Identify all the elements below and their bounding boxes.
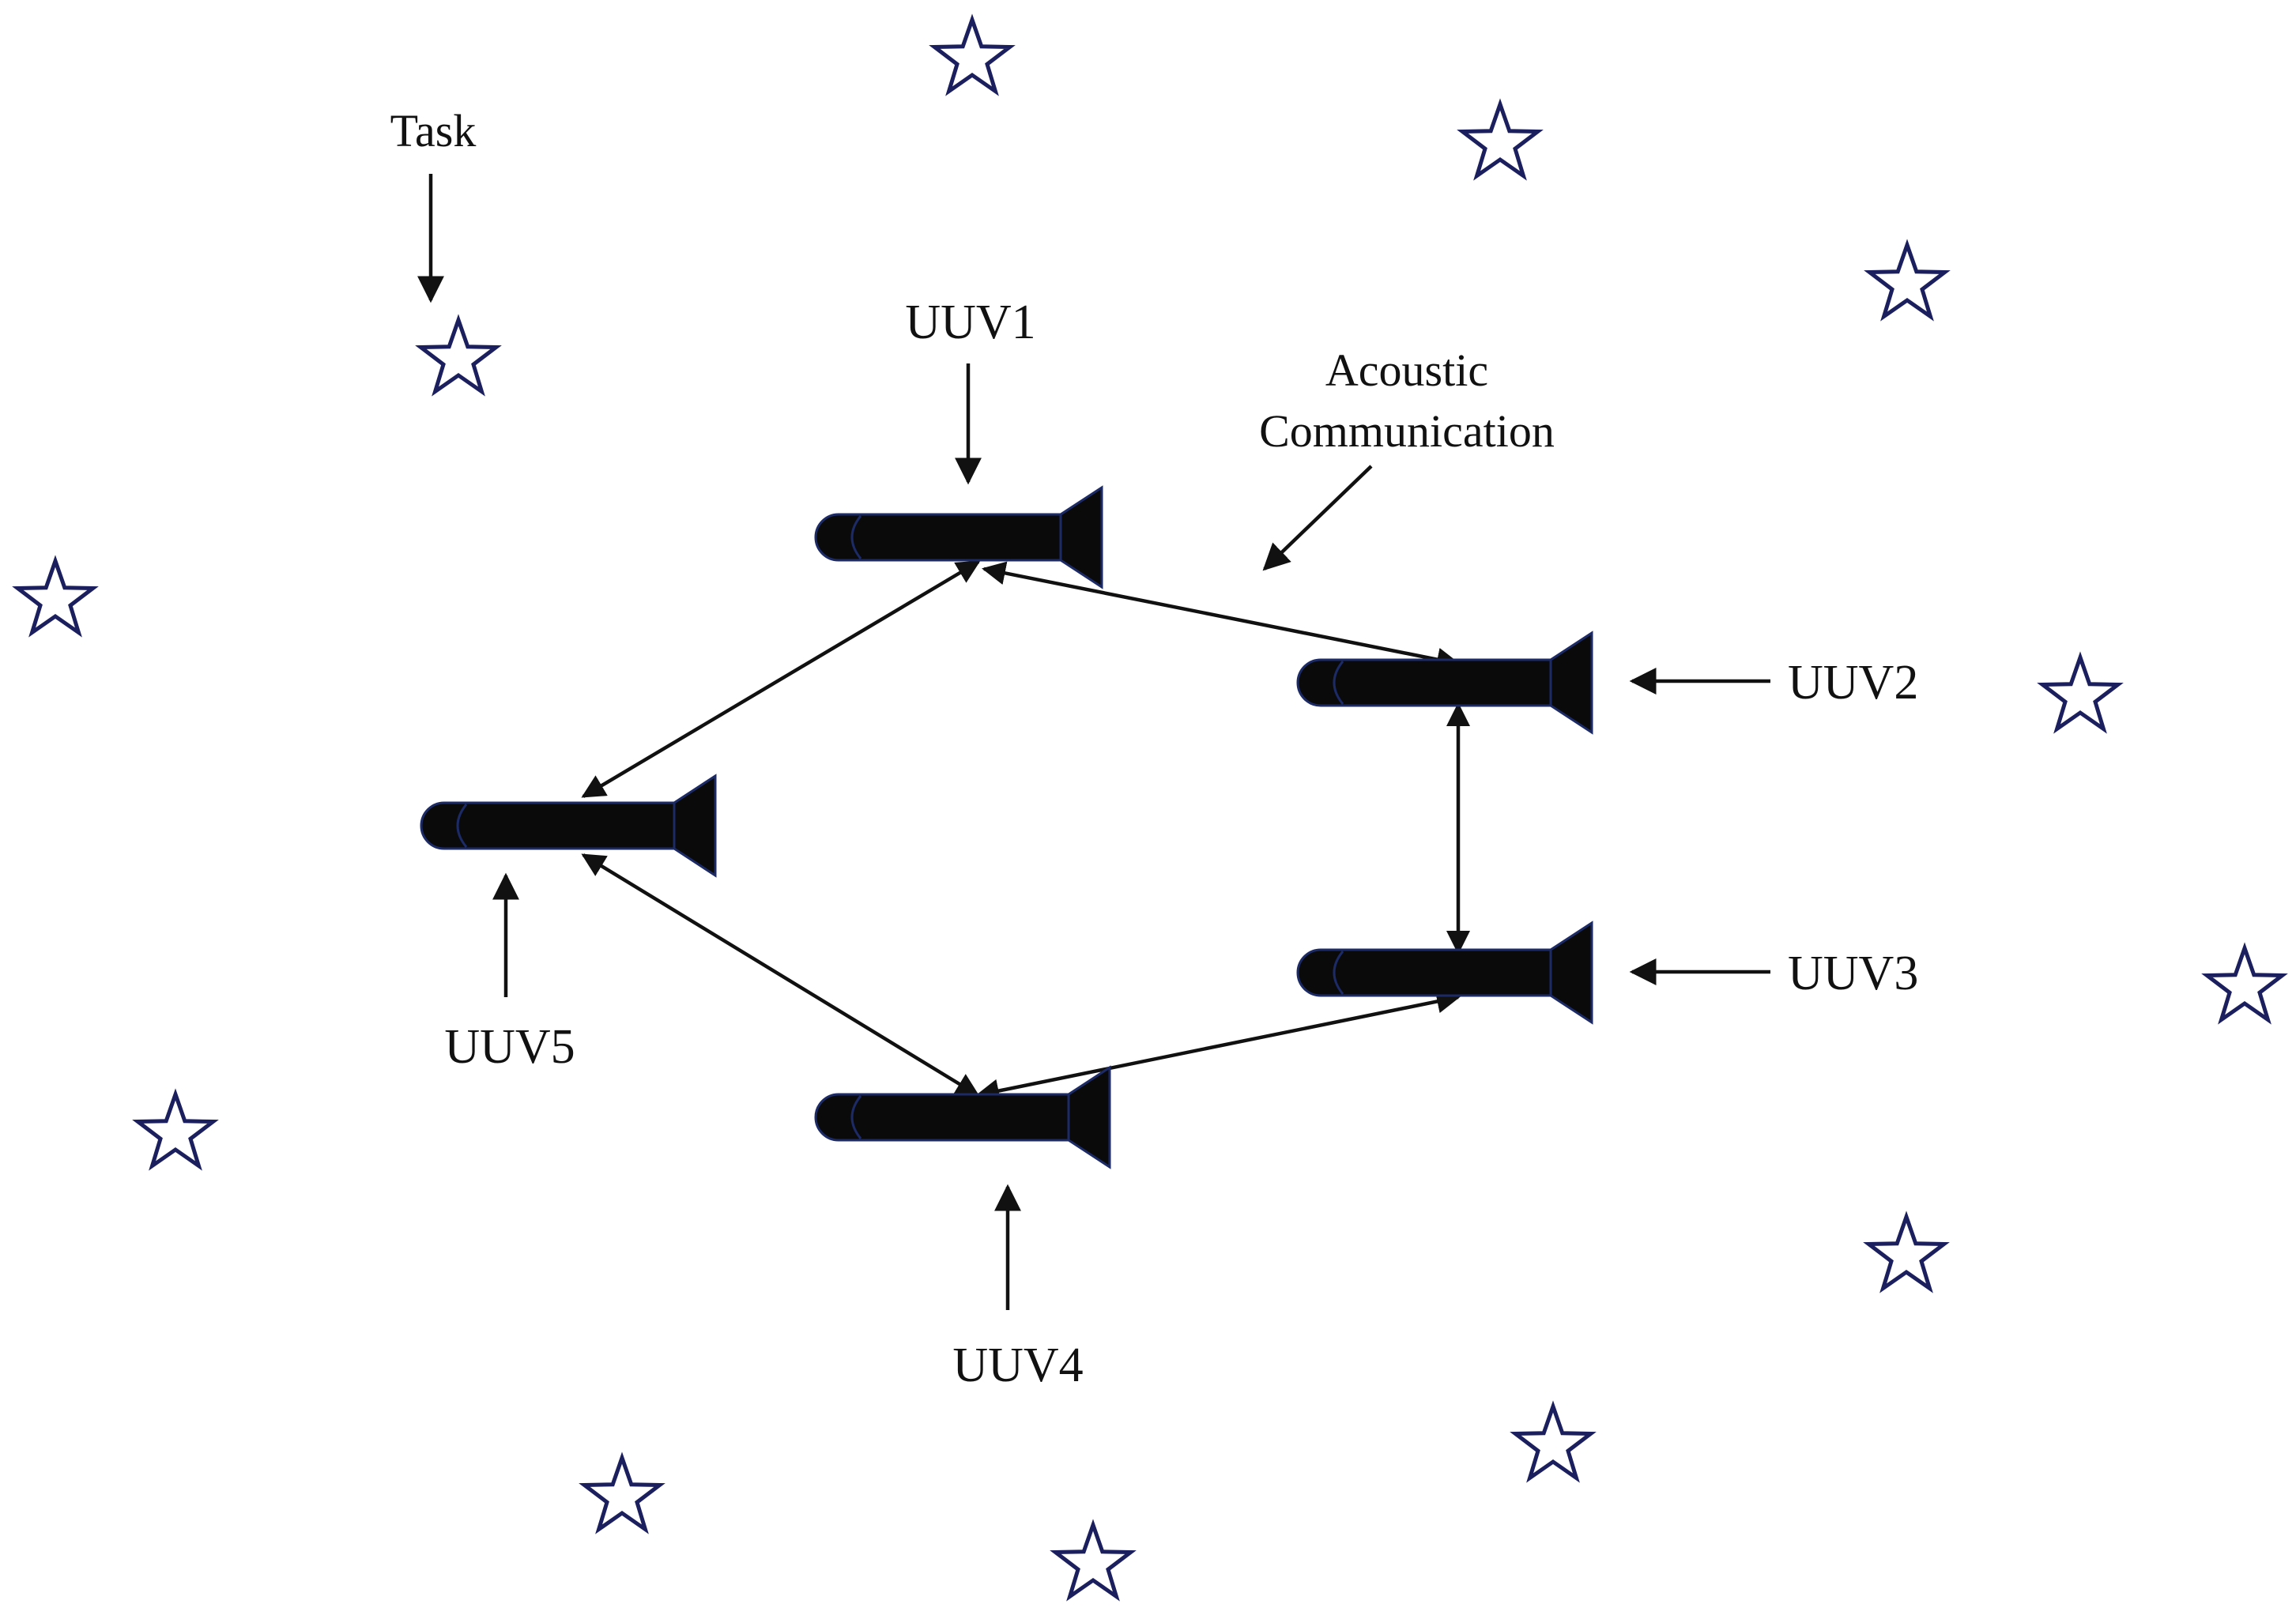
star-icon — [1457, 98, 1544, 181]
star-icon — [1864, 239, 1951, 322]
star-icon — [1863, 1210, 1950, 1293]
star-icon — [415, 314, 502, 397]
communication-links — [581, 560, 1470, 1103]
task-markers — [12, 13, 2288, 1602]
uuv4-label: UUV4 — [952, 1338, 1083, 1392]
uuv2-vehicle-icon — [1296, 631, 1593, 735]
link-uuv1-uuv2 — [982, 561, 1461, 672]
uuv4-vehicle-icon — [814, 1065, 1111, 1169]
labels: Task UUV1 Acoustic Communication UUV2 UU… — [390, 105, 1919, 1392]
uuv1-label: UUV1 — [905, 296, 1035, 349]
star-icon — [2201, 942, 2288, 1025]
star-icon — [12, 555, 99, 638]
uuv-vehicles — [420, 485, 1593, 1169]
uuv3-vehicle-icon — [1296, 921, 1593, 1025]
acoustic-pointer-arrow — [1262, 465, 1373, 571]
star-icon — [929, 13, 1016, 96]
uuv2-label: UUV2 — [1788, 656, 1918, 710]
uuv3-label: UUV3 — [1788, 947, 1918, 1000]
star-icon — [132, 1088, 219, 1171]
uuv5-label: UUV5 — [444, 1020, 575, 1074]
star-icon — [1050, 1519, 1137, 1602]
star-icon — [1510, 1400, 1597, 1483]
link-uuv5-uuv1 — [581, 560, 981, 798]
acoustic-label-line1: Acoustic — [1325, 345, 1488, 396]
label-pointers — [417, 174, 1770, 1310]
star-icon — [579, 1451, 665, 1534]
link-uuv4-uuv5 — [581, 853, 980, 1097]
acoustic-label-line2: Communication — [1259, 405, 1555, 457]
task-label: Task — [390, 105, 477, 156]
uuv1-vehicle-icon — [814, 485, 1103, 589]
link-uuv3-uuv4 — [975, 989, 1461, 1103]
uuv5-vehicle-icon — [420, 774, 717, 878]
star-icon — [2037, 651, 2124, 734]
